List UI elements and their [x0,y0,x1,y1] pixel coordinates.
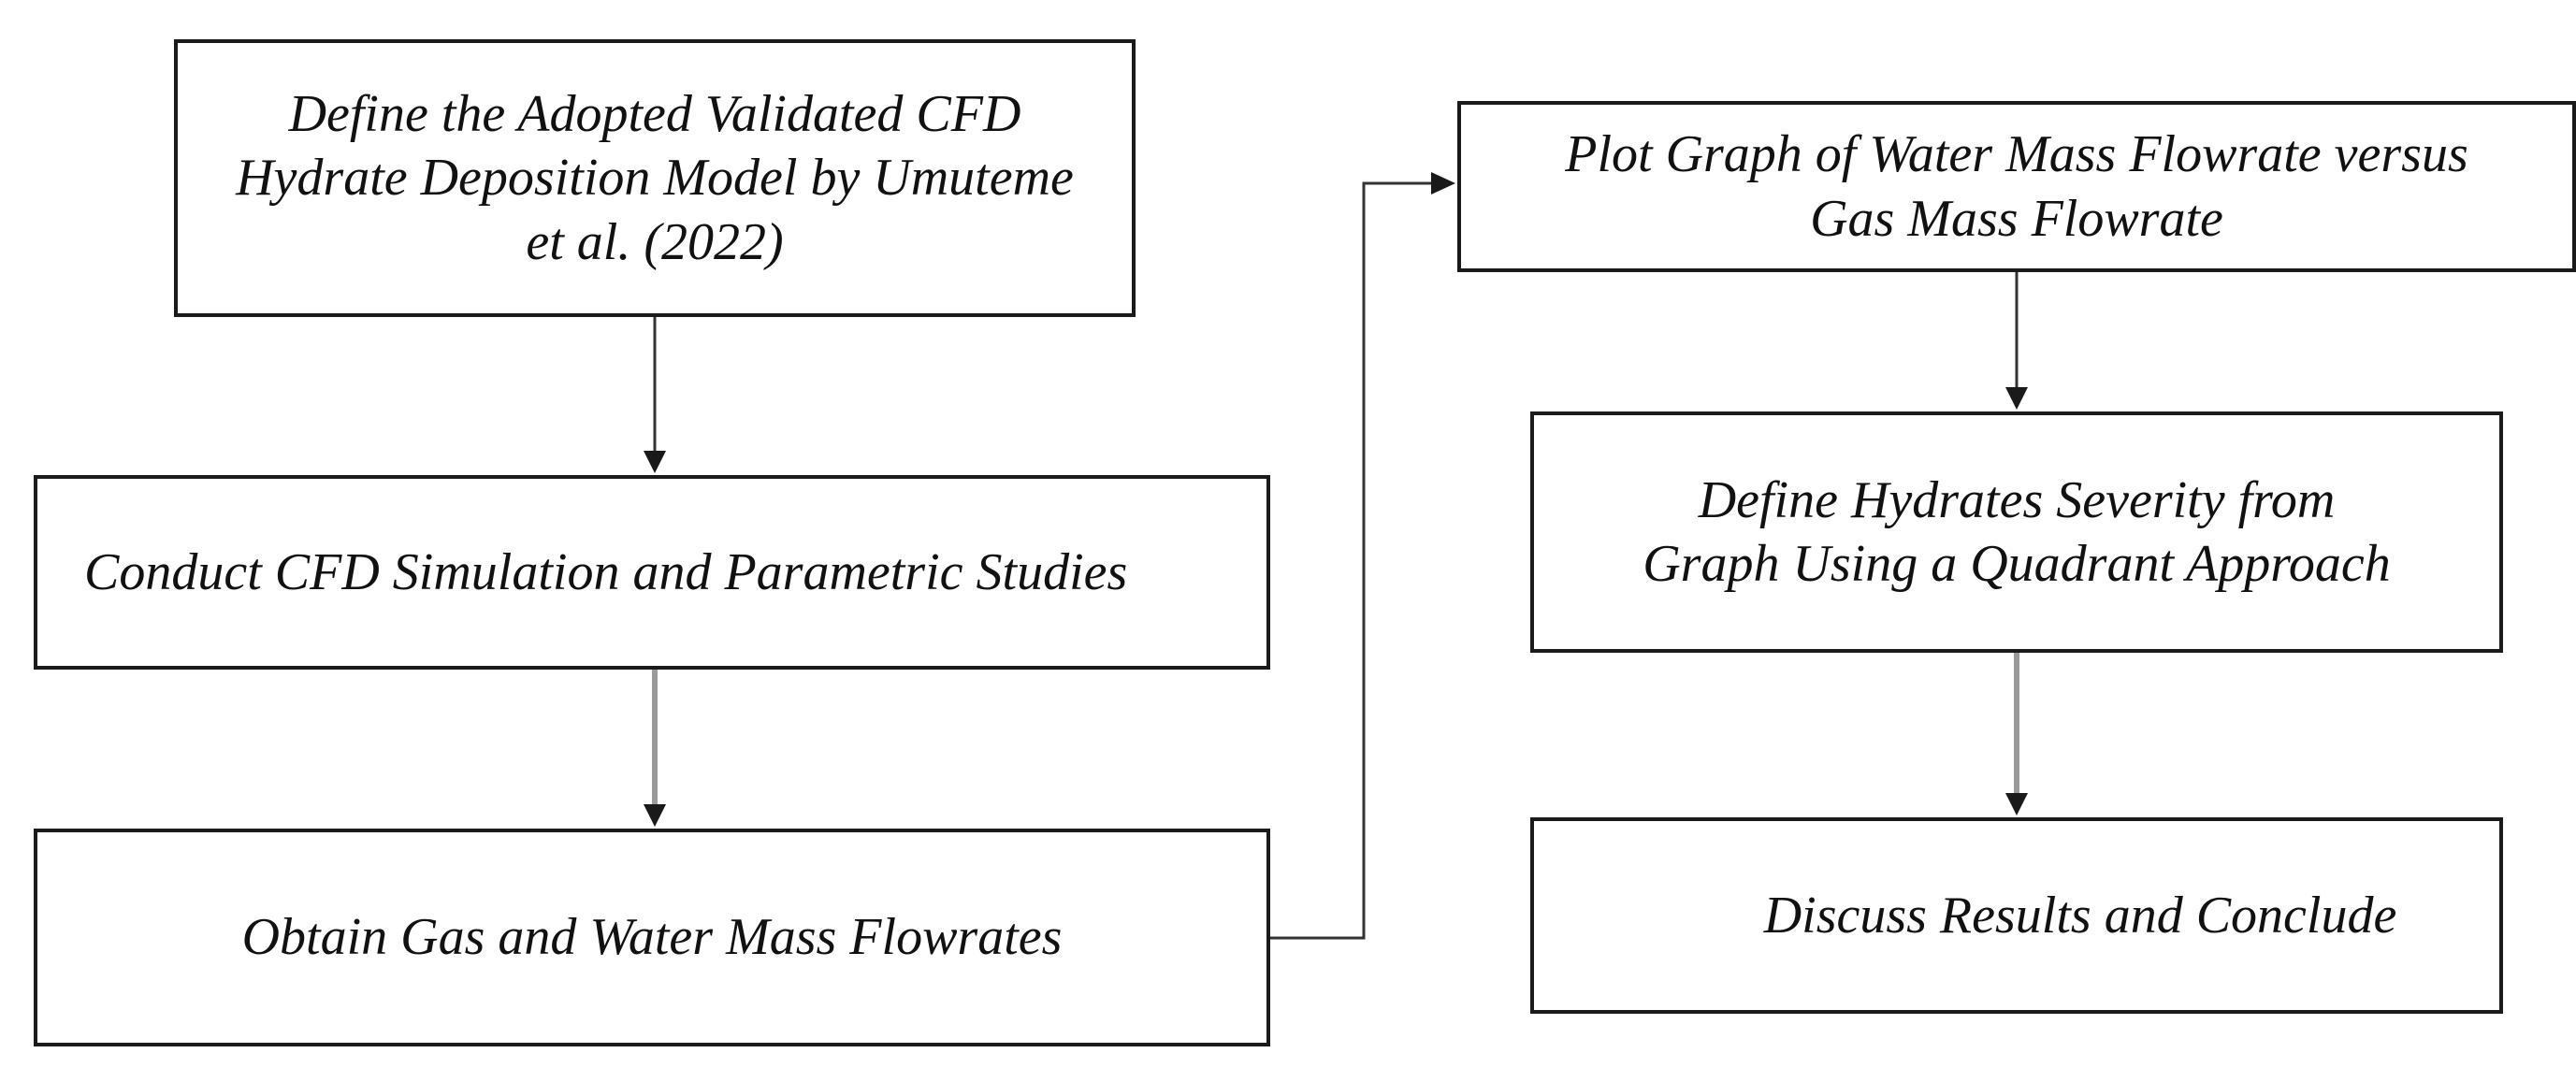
step-obtain-flowrates-label: Obtain Gas and Water Mass Flowrates [241,908,1063,967]
step-define-model-label: Define the Adopted Validated CFD Hydrate… [236,85,1074,271]
step-discuss-results-box: Discuss Results and Conclude [1530,817,2503,1014]
arrow-define-to-conduct [644,317,666,473]
step-define-severity-label: Define Hydrates Severity from Graph Usin… [1643,470,2391,593]
step-define-model-box: Define the Adopted Validated CFD Hydrate… [174,39,1136,317]
step-discuss-results-label: Discuss Results and Conclude [1763,886,2397,945]
step-plot-graph-box: Plot Graph of Water Mass Flowrate versus… [1457,101,2576,272]
step-obtain-flowrates-box: Obtain Gas and Water Mass Flowrates [34,829,1270,1046]
arrow-conduct-to-obtain [644,670,666,827]
arrow-plot-to-severity [2005,272,2028,410]
step-define-severity-box: Define Hydrates Severity from Graph Usin… [1530,411,2503,653]
step-conduct-cfd-label: Conduct CFD Simulation and Parametric St… [84,542,1128,601]
step-conduct-cfd-box: Conduct CFD Simulation and Parametric St… [34,475,1270,670]
step-plot-graph-label: Plot Graph of Water Mass Flowrate versus… [1565,125,2468,248]
arrow-severity-to-discuss [2005,653,2028,815]
arrow-obtain-to-plot [1270,172,1455,940]
